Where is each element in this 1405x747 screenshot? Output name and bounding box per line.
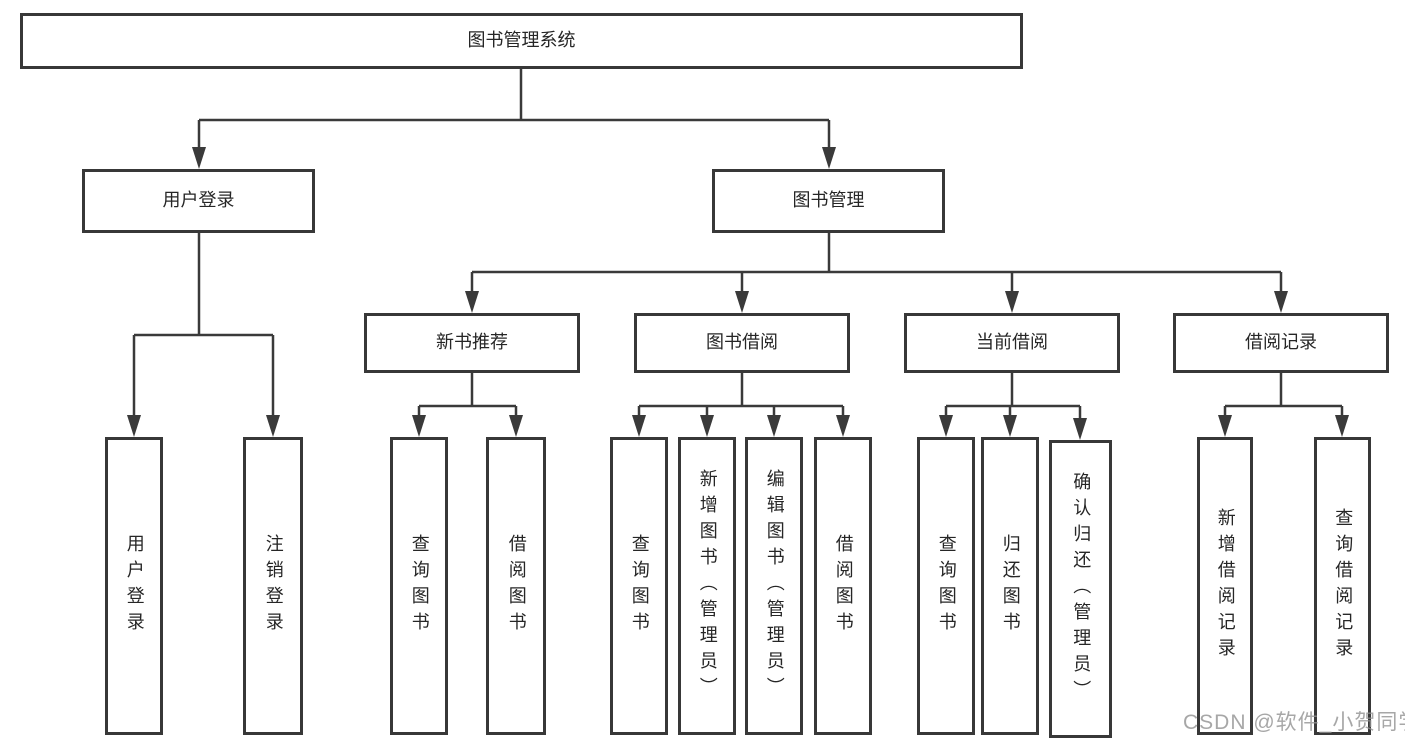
leaf-borrowing-edit-books-admin: 编辑图书（管理员） [745,437,803,735]
node-label: 新书推荐 [436,332,508,353]
node-borrowing-records: 借阅记录 [1173,313,1389,373]
node-library-management-system: 图书管理系统 [20,13,1023,69]
node-new-book-recommendation: 新书推荐 [364,313,580,373]
node-label: 借阅记录 [1245,332,1317,353]
leaf-logout: 注销登录 [243,437,303,735]
leaf-current-confirm-return-admin: 确认归还（管理员） [1049,440,1112,738]
node-book-management: 图书管理 [712,169,945,233]
leaf-borrowing-borrow-books: 借阅图书 [814,437,872,735]
node-book-borrowing: 图书借阅 [634,313,850,373]
node-label: 图书管理 [792,190,865,211]
leaf-current-return-books: 归还图书 [981,437,1039,735]
node-label: 图书借阅 [706,332,778,353]
leaf-recommend-query-books: 查询图书 [390,437,448,735]
node-label: 当前借阅 [976,332,1048,353]
csdn-watermark: CSDN @软件_小贺同学 [1183,711,1405,734]
leaf-recommend-borrow-books: 借阅图书 [486,437,546,735]
leaf-user-login: 用户登录 [105,437,163,735]
leaf-records-add-record: 新增借阅记录 [1197,437,1253,735]
node-label: 图书管理系统 [467,30,576,51]
leaf-records-query-record: 查询借阅记录 [1314,437,1371,735]
node-current-borrowing: 当前借阅 [904,313,1120,373]
node-label: 用户登录 [162,190,235,211]
leaf-borrowing-query-books: 查询图书 [610,437,668,735]
leaf-borrowing-add-books-admin: 新增图书（管理员） [678,437,736,735]
node-user-login: 用户登录 [82,169,315,233]
leaf-current-query-books: 查询图书 [917,437,975,735]
arrowheads [127,147,1349,440]
